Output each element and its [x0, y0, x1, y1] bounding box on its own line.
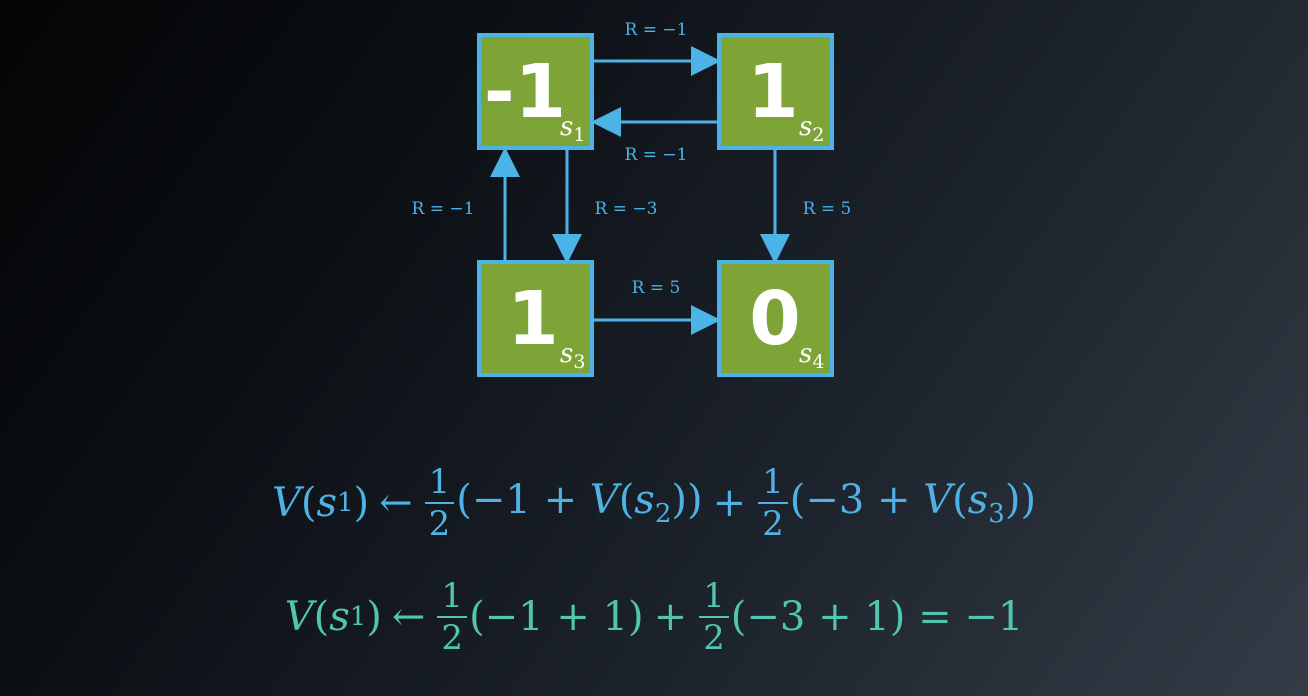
state-s3: 1 s3: [477, 260, 594, 377]
transition-label: R = 5: [803, 199, 852, 219]
state-value: 0: [749, 276, 801, 362]
state-value: -1: [484, 49, 566, 135]
state-s2: 1 s2: [717, 33, 834, 150]
transition-label: R = −1: [412, 199, 475, 219]
state-label: s2: [799, 112, 824, 146]
term-1: (−1 + V(s2)): [456, 477, 703, 529]
term-1: (−1 + 1): [469, 594, 644, 640]
value-function: V: [271, 480, 301, 526]
term-2: (−3 + V(s3)): [789, 477, 1037, 529]
state-label: s1: [560, 112, 585, 146]
state-label: s4: [799, 339, 824, 373]
state-value: 1: [507, 276, 559, 362]
transition-label: R = −3: [595, 199, 658, 219]
state-symbol: s: [329, 594, 350, 640]
update-arrow: ←: [391, 594, 426, 640]
transition-label: R = 5: [632, 278, 681, 298]
state-s1: -1 s1: [477, 33, 594, 150]
transition-s1-s2: R = −1: [594, 20, 721, 76]
state-label: s3: [560, 339, 585, 373]
transition-s2-s1: R = −1: [591, 107, 718, 165]
transition-s1-s3: R = −3: [552, 149, 658, 264]
transition-label: R = −1: [625, 145, 688, 165]
state-subscript: 1: [349, 602, 367, 632]
transition-s2-s4: R = 5: [760, 149, 852, 264]
term-2-result: (−3 + 1) = −1: [730, 594, 1024, 640]
transition-s3-s4: R = 5: [594, 278, 721, 335]
state-s4: 0 s4: [717, 260, 834, 377]
value-function: V: [284, 594, 314, 640]
transition-label: R = −1: [625, 20, 688, 40]
transition-s3-s1: R = −1: [412, 147, 520, 262]
plus-sign: +: [712, 480, 747, 526]
state-subscript: 1: [336, 488, 354, 518]
state-symbol: s: [316, 480, 337, 526]
update-arrow: ←: [379, 480, 413, 526]
plus-sign: +: [653, 594, 688, 640]
state-value: 1: [747, 49, 799, 135]
